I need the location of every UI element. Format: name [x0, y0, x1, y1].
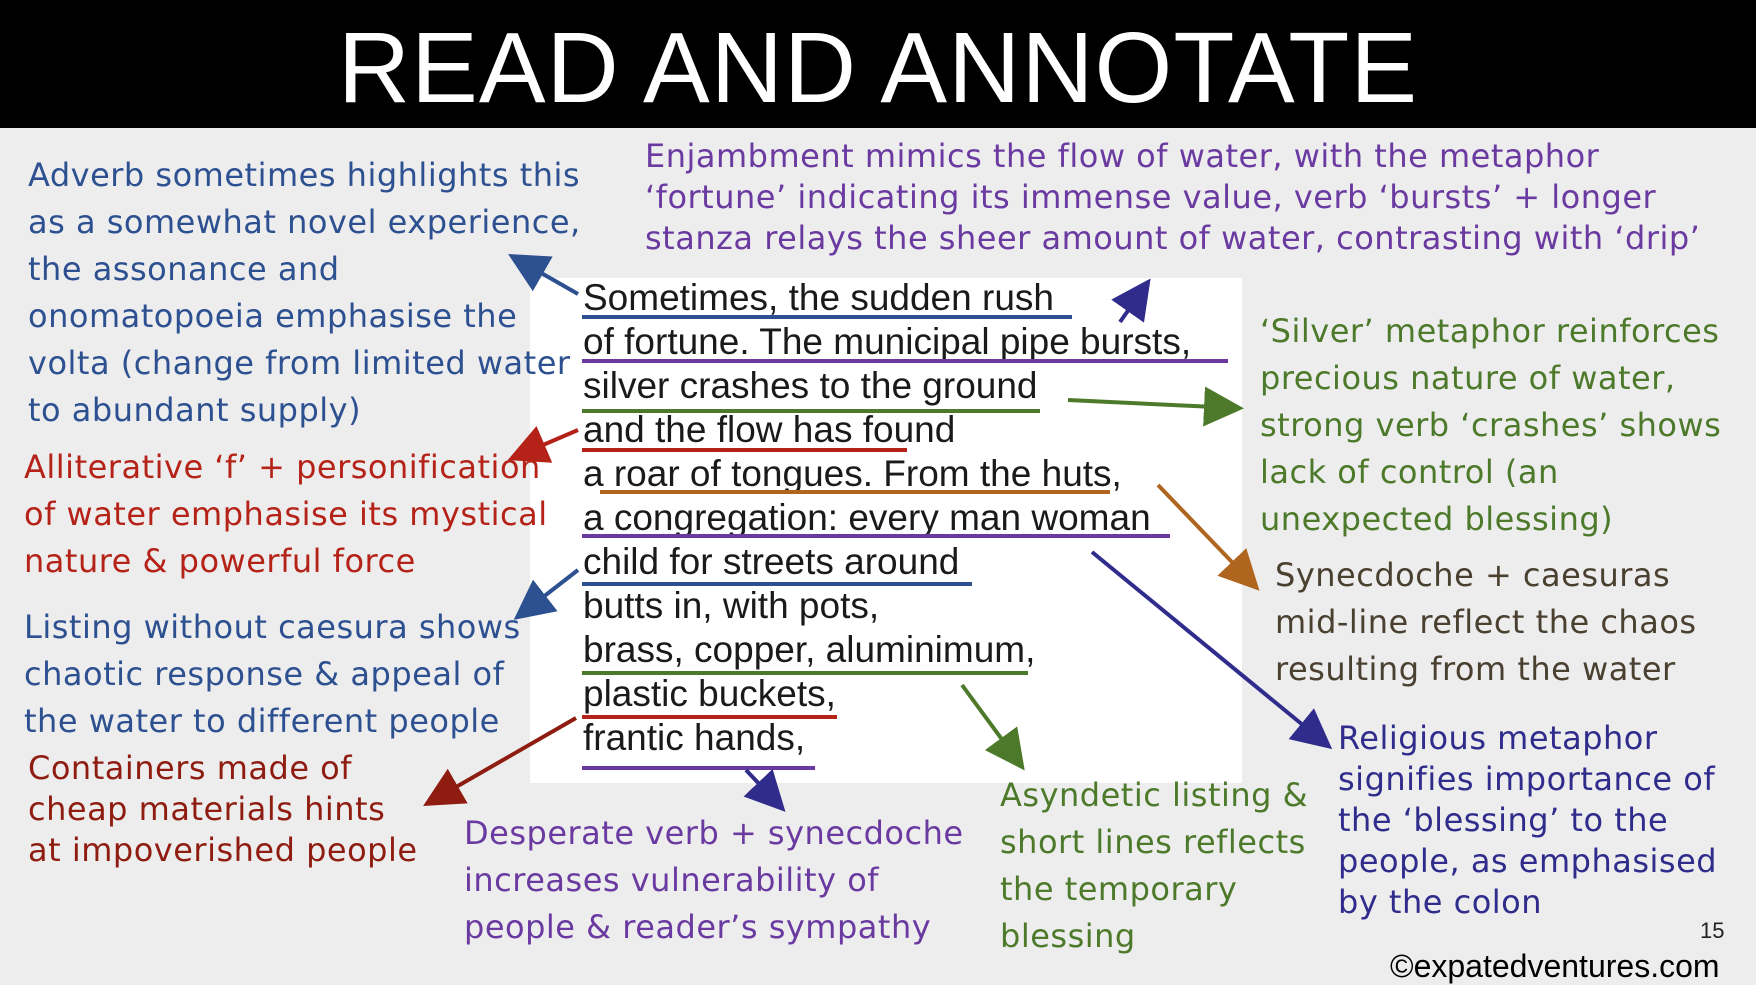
annotation-line: Religious metaphor	[1338, 719, 1658, 757]
slide-title: READ AND ANNOTATE	[337, 12, 1419, 124]
annotation-containers: Containers made of cheap materials hints…	[28, 748, 418, 871]
annotation-listing: Listing without caesura shows chaotic re…	[24, 604, 521, 745]
annotation-line: lack of control (an	[1260, 453, 1559, 491]
annotation-line: resulting from the water	[1275, 650, 1676, 688]
annotation-line: people, as emphasised	[1338, 842, 1718, 880]
arrow-containers	[423, 716, 577, 806]
arrow-listing	[513, 568, 580, 620]
annotation-desperate: Desperate verb + synecdoche increases vu…	[464, 810, 964, 951]
page-number: 15	[1700, 918, 1725, 943]
annotation-line: nature & powerful force	[24, 542, 416, 580]
annotation-line: Synecdoche + caesuras	[1275, 556, 1671, 594]
annotation-line: Asyndetic listing &	[1000, 776, 1309, 814]
annotation-line: Alliterative ‘f’ + personification	[24, 448, 541, 486]
annotation-silver: ‘Silver’ metaphor reinforces precious na…	[1260, 308, 1721, 543]
annotation-enjambment: Enjambment mimics the flow of water, wit…	[645, 136, 1700, 259]
annotation-asyndetic: Asyndetic listing & short lines reflects…	[1000, 772, 1308, 960]
arrow-enjambment	[1111, 278, 1151, 324]
annotation-religious: Religious metaphor signifies importance …	[1338, 718, 1717, 923]
arrow-asyndetic	[960, 683, 1025, 771]
poem-line-10: plastic buckets,	[583, 673, 836, 714]
annotation-line: unexpected blessing)	[1260, 500, 1614, 538]
poem-line-2: of fortune. The municipal pipe bursts,	[583, 321, 1192, 362]
annotation-line: at impoverished people	[28, 831, 418, 869]
annotation-line: onomatopoeia emphasise the	[28, 297, 518, 335]
title-bar: READ AND ANNOTATE	[0, 0, 1756, 128]
arrow-adverb	[508, 254, 579, 296]
annotation-line: Containers made of	[28, 749, 353, 787]
poem-line-8: butts in, with pots,	[583, 585, 880, 626]
annotation-line: strong verb ‘crashes’ shows	[1260, 406, 1722, 444]
annotation-line: volta (change from limited water	[28, 344, 571, 382]
annotation-line: short lines reflects	[1000, 823, 1306, 861]
annotation-line: to abundant supply)	[28, 391, 362, 429]
annotation-synecdoche-caesuras: Synecdoche + caesuras mid-line reflect t…	[1275, 552, 1697, 693]
annotation-line: of water emphasise its mystical	[24, 495, 548, 533]
annotation-line: the ‘blessing’ to the	[1338, 801, 1669, 839]
poem-line-9: brass, copper, aluminimum,	[583, 629, 1036, 670]
annotation-line: blessing	[1000, 917, 1136, 955]
annotation-line: Desperate verb + synecdoche	[464, 814, 964, 852]
poem-line-5: a roar of tongues. From the huts,	[583, 453, 1122, 494]
annotation-line: ‘Silver’ metaphor reinforces	[1260, 312, 1720, 350]
annotation-line: stanza relays the sheer amount of water,…	[645, 219, 1701, 257]
annotation-line: people & reader’s sympathy	[464, 908, 932, 946]
arrow-religious	[1090, 550, 1333, 750]
annotation-line: Listing without caesura shows	[24, 608, 521, 646]
annotation-line: chaotic response & appeal of	[24, 655, 505, 693]
annotation-line: increases vulnerability of	[464, 861, 880, 899]
poem-line-4: and the flow has found	[583, 409, 956, 450]
poem-line-11: frantic hands,	[583, 717, 806, 758]
annotation-line: the assonance and	[28, 250, 340, 288]
annotation-line: the water to different people	[24, 702, 500, 740]
annotation-line: ‘fortune’ indicating its immense value, …	[645, 178, 1657, 216]
arrow-silver	[1067, 386, 1244, 427]
annotation-line: signifies importance of	[1338, 760, 1716, 798]
annotation-line: by the colon	[1338, 883, 1543, 921]
annotation-line: precious nature of water,	[1260, 359, 1676, 397]
copyright-text: ©expatedventures.com	[1390, 948, 1720, 984]
arrow-alliterative	[507, 426, 579, 463]
poem-line-1: Sometimes, the sudden rush	[583, 277, 1054, 318]
poem-line-6: a congregation: every man woman	[583, 497, 1151, 538]
poem-line-7: child for streets around	[583, 541, 960, 582]
annotation-line: mid-line reflect the chaos	[1275, 603, 1697, 641]
annotation-line: cheap materials hints	[28, 790, 386, 828]
arrow-synecdoche	[1156, 483, 1260, 591]
annotation-line: as a somewhat novel experience,	[28, 203, 581, 241]
annotation-adverb: Adverb sometimes highlights this as a so…	[28, 152, 581, 434]
arrow-desperate	[743, 768, 786, 812]
annotation-line: Adverb sometimes highlights this	[28, 156, 581, 194]
poem-line-3: silver crashes to the ground	[583, 365, 1038, 406]
annotation-alliterative: Alliterative ‘f’ + personification of wa…	[24, 444, 548, 585]
annotation-line: the temporary	[1000, 870, 1238, 908]
annotation-line: Enjambment mimics the flow of water, wit…	[645, 137, 1600, 175]
